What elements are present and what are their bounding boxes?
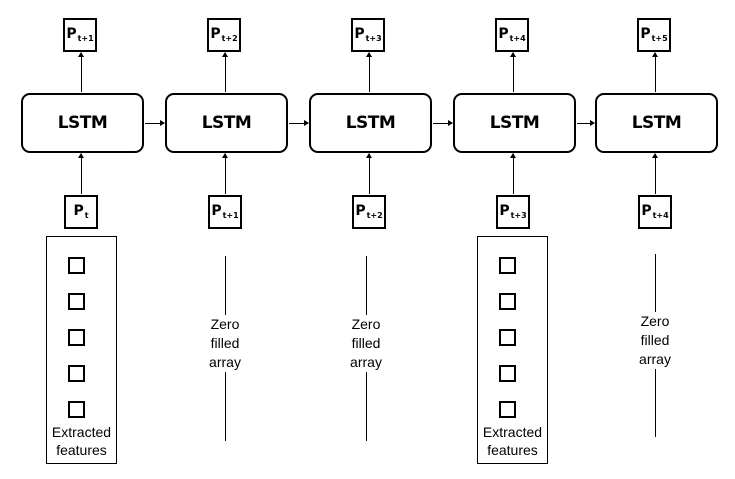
zero-label-line: filled <box>351 335 381 351</box>
input-box-4: Pt+3 <box>496 195 530 229</box>
feature-label-line-1: Extracted <box>482 424 543 440</box>
input-subscript: t+3 <box>510 211 527 220</box>
feature-square <box>499 329 516 346</box>
output-arrow-2 <box>222 52 228 92</box>
input-symbol: P <box>499 203 510 219</box>
output-arrow-3 <box>366 52 372 92</box>
output-subscript: t+3 <box>365 34 382 43</box>
input-arrow-3 <box>366 153 372 194</box>
feature-square <box>68 293 85 310</box>
extracted-features-label: Extracted features <box>47 423 116 459</box>
lstm-cell-label: LSTM <box>201 113 252 133</box>
output-subscript: t+1 <box>77 34 94 43</box>
output-arrow-1 <box>78 52 84 92</box>
extracted-features-label: Extracted features <box>478 423 547 459</box>
lstm-cell-2: LSTM <box>165 93 288 153</box>
input-arrow-2 <box>222 153 228 194</box>
feature-square <box>68 329 85 346</box>
input-box-2: Pt+1 <box>208 195 242 229</box>
feature-label-line-2: features <box>487 442 538 458</box>
input-subscript: t+2 <box>366 211 383 220</box>
input-subscript: t+1 <box>222 211 239 220</box>
zero-array-label-3: Zero filled array <box>615 312 695 369</box>
zero-label-line: array <box>350 354 382 370</box>
output-box-5: Pt+5 <box>637 18 671 52</box>
recurrent-arrow-1 <box>145 120 165 126</box>
input-arrow-5 <box>652 153 658 194</box>
zero-label-line: array <box>209 354 241 370</box>
recurrent-arrow-2 <box>289 120 309 126</box>
input-subscript: t+4 <box>652 211 669 220</box>
zero-label-line: Zero <box>351 316 381 332</box>
input-symbol: P <box>641 203 652 219</box>
zero-array-label-1: Zero filled array <box>185 315 265 372</box>
input-subscript: t <box>84 211 89 220</box>
feature-square <box>499 365 516 382</box>
lstm-cell-1: LSTM <box>21 93 144 153</box>
zero-array-label-2: Zero filled array <box>326 315 406 372</box>
output-symbol: P <box>498 26 509 42</box>
lstm-cell-label: LSTM <box>489 113 540 133</box>
zero-label-line: Zero <box>640 313 670 329</box>
extracted-features-panel-1: Extracted features <box>46 236 117 464</box>
feature-square <box>499 293 516 310</box>
output-symbol: P <box>640 26 651 42</box>
input-arrow-4 <box>510 153 516 194</box>
feature-label-line-1: Extracted <box>51 424 112 440</box>
output-box-3: Pt+3 <box>351 18 385 52</box>
output-subscript: t+4 <box>509 34 526 43</box>
lstm-cell-label: LSTM <box>631 113 682 133</box>
recurrent-arrow-3 <box>433 120 453 126</box>
lstm-cell-4: LSTM <box>453 93 576 153</box>
feature-label-line-2: features <box>56 442 107 458</box>
output-subscript: t+5 <box>651 34 668 43</box>
output-subscript: t+2 <box>221 34 238 43</box>
lstm-cell-3: LSTM <box>309 93 432 153</box>
input-arrow-1 <box>78 153 84 194</box>
feature-square <box>68 365 85 382</box>
output-box-4: Pt+4 <box>495 18 529 52</box>
zero-label-line: filled <box>210 335 240 351</box>
feature-square <box>499 257 516 274</box>
input-box-5: Pt+4 <box>638 195 672 229</box>
output-symbol: P <box>354 26 365 42</box>
output-arrow-4 <box>510 52 516 92</box>
input-symbol: P <box>211 203 222 219</box>
zero-label-line: Zero <box>210 316 240 332</box>
lstm-cell-label: LSTM <box>57 113 108 133</box>
feature-square <box>68 401 85 418</box>
zero-label-line: array <box>639 351 671 367</box>
zero-label-line: filled <box>640 332 670 348</box>
input-box-1: Pt <box>64 195 98 229</box>
output-box-2: Pt+2 <box>207 18 241 52</box>
lstm-cell-5: LSTM <box>595 93 718 153</box>
feature-square <box>68 257 85 274</box>
output-arrow-5 <box>652 52 658 92</box>
input-symbol: P <box>355 203 366 219</box>
extracted-features-panel-2: Extracted features <box>477 236 548 464</box>
recurrent-arrow-4 <box>577 120 595 126</box>
lstm-cell-label: LSTM <box>345 113 396 133</box>
output-symbol: P <box>210 26 221 42</box>
feature-square <box>499 401 516 418</box>
input-symbol: P <box>73 203 84 219</box>
input-box-3: Pt+2 <box>352 195 386 229</box>
output-box-1: Pt+1 <box>63 18 97 52</box>
output-symbol: P <box>66 26 77 42</box>
